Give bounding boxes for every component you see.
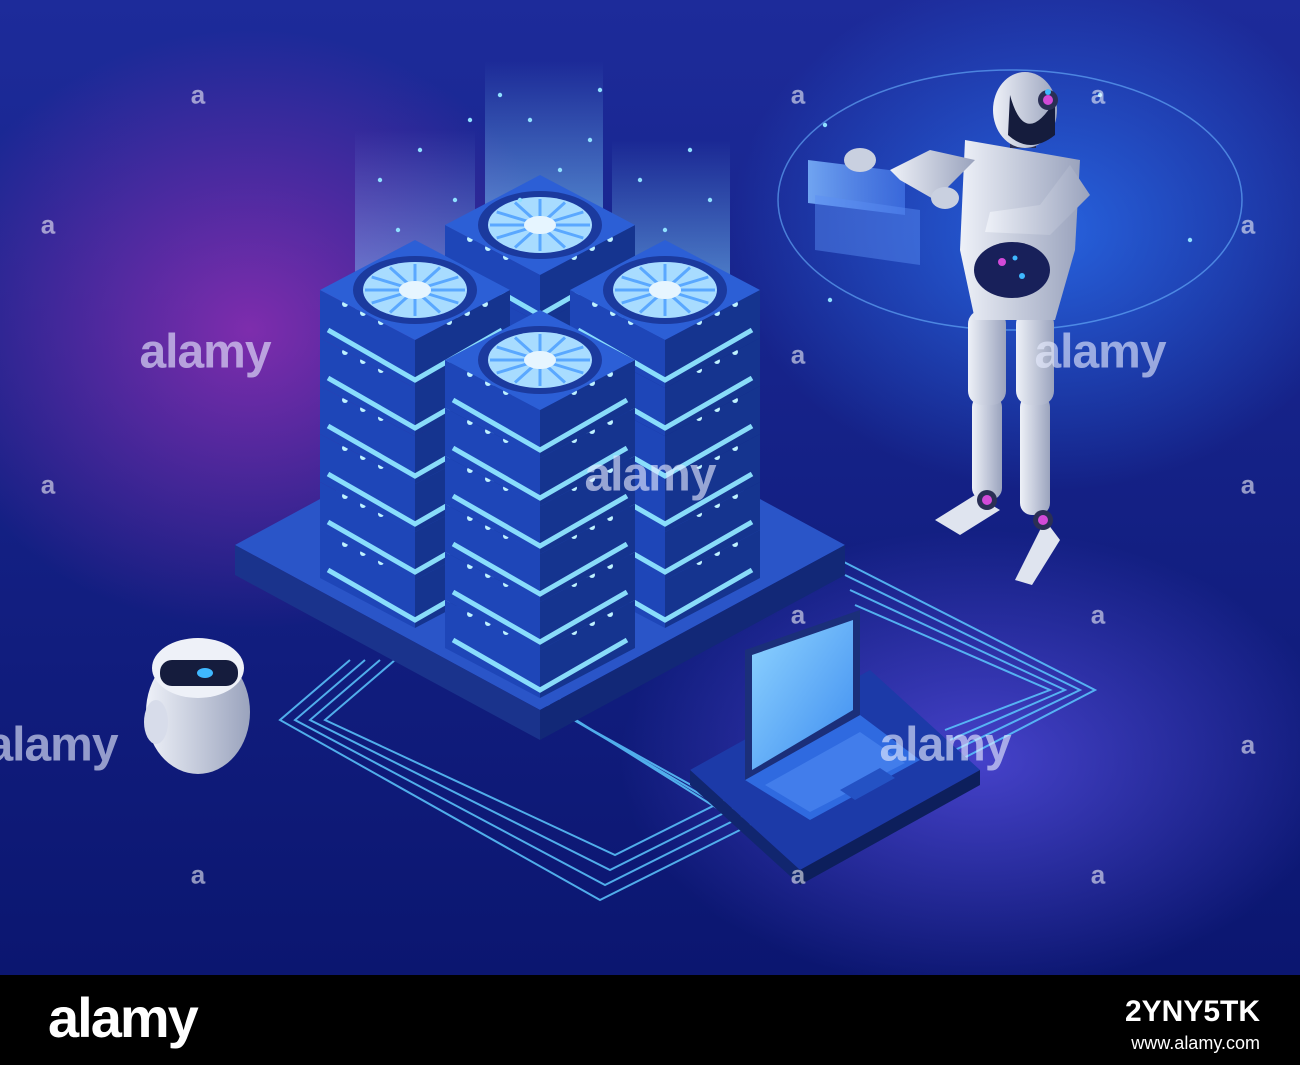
- watermark-a-mark: a: [40, 469, 56, 500]
- sparkle-dot: [827, 297, 833, 303]
- fan-icon: [478, 191, 602, 259]
- watermark-a-mark: a: [790, 339, 806, 370]
- watermark-a-mark: a: [1090, 859, 1106, 890]
- image-id: 2YNY5TK: [1124, 995, 1260, 1028]
- humanoid-robot-icon: [844, 72, 1090, 585]
- watermark-a-mark: a: [1240, 209, 1256, 240]
- sparkle-dot: [467, 117, 473, 123]
- sparkle-dot: [395, 227, 401, 233]
- sparkle-dot: [527, 117, 533, 123]
- server-racks: [320, 175, 760, 698]
- watermark-word: alamy: [1034, 325, 1166, 379]
- sparkle-dot: [707, 197, 713, 203]
- sparkle-dot: [497, 92, 503, 98]
- watermark-word: alamy: [879, 718, 1011, 772]
- hologram-screen-icon: [808, 160, 920, 265]
- sparkle-dot: [587, 137, 593, 143]
- fan-icon: [603, 256, 727, 324]
- sparkle-dot: [597, 87, 603, 93]
- fan-icon: [478, 326, 602, 394]
- sparkle-dot: [1097, 92, 1103, 98]
- sparkle-dot: [517, 197, 523, 203]
- watermark-a-mark: a: [190, 79, 206, 110]
- isometric-scene: [0, 0, 1300, 975]
- watermark-a-mark: a: [1090, 79, 1106, 110]
- watermark-a-mark: a: [190, 859, 206, 890]
- footer-bar: alamy 2YNY5TK www.alamy.com: [0, 975, 1300, 1065]
- footer-logo: alamy: [48, 986, 199, 1049]
- sparkle-dot: [687, 147, 693, 153]
- hologram-ring: [777, 69, 1243, 331]
- watermark-a-mark: a: [1240, 469, 1256, 500]
- watermark-word: alamy: [584, 448, 716, 502]
- watermark-a-mark: a: [790, 79, 806, 110]
- laptop-icon: [690, 610, 980, 885]
- sparkle-dot: [637, 177, 643, 183]
- server-rack-icon: [445, 310, 635, 698]
- watermark-word: alamy: [0, 718, 119, 772]
- watermark-a-mark: a: [1240, 729, 1256, 760]
- sparkle-dot: [377, 177, 383, 183]
- watermark-word: alamy: [139, 325, 271, 379]
- watermark-a-mark: a: [40, 209, 56, 240]
- footer-url: www.alamy.com: [1131, 1033, 1260, 1053]
- watermark-a-mark: a: [1090, 599, 1106, 630]
- sparkles: [377, 87, 1193, 303]
- watermark-a-mark: a: [790, 859, 806, 890]
- small-robot-icon: [144, 638, 250, 774]
- sparkle-dot: [822, 122, 828, 128]
- fan-icon: [353, 256, 477, 324]
- sparkle-dot: [452, 197, 458, 203]
- sparkle-dot: [662, 227, 668, 233]
- sparkle-dot: [557, 167, 563, 173]
- sparkle-dot: [1187, 237, 1193, 243]
- watermark-a-mark: a: [790, 599, 806, 630]
- sparkle-dot: [417, 147, 423, 153]
